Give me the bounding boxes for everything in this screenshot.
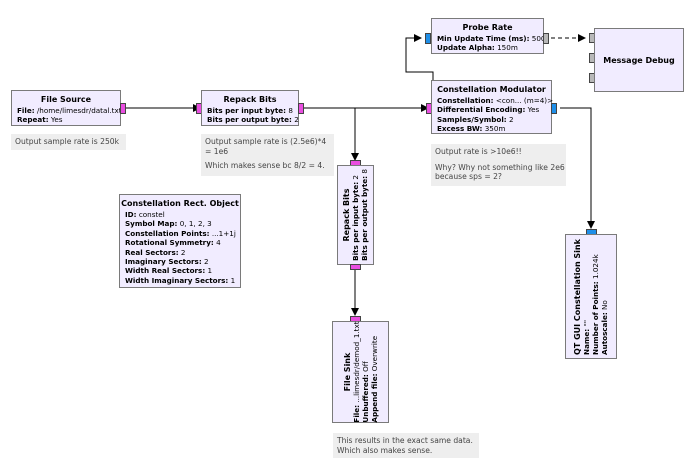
param-row: Excess BW: 350m [437, 124, 506, 134]
param-row: Bits per input byte: 8 [207, 106, 293, 115]
param-row: File: /home/limesdr/datal.txt [17, 106, 122, 115]
param-row: Update Alpha: 150m [437, 43, 518, 53]
note-line: This results in the exact same data. [337, 436, 473, 445]
note-line: Why? Why not something like 2e6 [435, 162, 565, 172]
file-sink-block[interactable]: File Sink File: ...limesdr/demod_1.txt U… [332, 321, 389, 423]
block-title: QT GUI Constellation Sink [572, 238, 582, 355]
file-source-note: Output sample rate is 250k [11, 134, 126, 150]
modulator-out-port[interactable] [551, 103, 557, 114]
note-line: Output rate is >10e6!! [435, 147, 522, 156]
file-source-block[interactable]: File Source File: /home/limesdr/datal.tx… [11, 90, 122, 126]
connection-modulator-to-probe-rate[interactable] [405, 34, 434, 108]
param-row: Differential Encoding: Yes [437, 105, 540, 115]
repack-bits-2-block[interactable]: Repack Bits Bits per input byte: 2 Bits … [337, 165, 374, 265]
note-line: Output sample rate is (2.5e6)*4 [205, 137, 327, 146]
message-debug-block[interactable]: Message Debug [594, 28, 684, 92]
note-line: Which makes sense bc 8/2 = 4. [205, 161, 325, 171]
constellation-modulator-block[interactable]: Constellation Modulator Constellation: <… [431, 80, 554, 134]
param-row: Repeat: Yes [17, 115, 63, 125]
note-line: = 1e6 [205, 146, 229, 156]
block-title: Constellation Rect. Object [121, 199, 239, 208]
note-line: Which also makes sense. [337, 445, 433, 455]
repack-bits-block[interactable]: Repack Bits Bits per input byte: 8 Bits … [201, 90, 299, 126]
block-title: File Sink [342, 352, 352, 392]
block-title: Constellation Modulator [437, 85, 546, 94]
block-title: Probe Rate [462, 23, 513, 32]
param-row: Append file: Overwrite [368, 335, 378, 423]
param-row: Min Update Time (ms): 500 [437, 34, 546, 43]
param-row: Constellation Points: ...1+1j [125, 228, 236, 238]
constellation-rect-object-block[interactable]: Constellation Rect. Object ID: constel S… [119, 194, 241, 288]
param-row: ID: constel [125, 210, 165, 219]
modulator-note: Output rate is >10e6!! Why? Why not some… [431, 144, 566, 186]
probe-rate-block[interactable]: Probe Rate Min Update Time (ms): 500 Upd… [431, 18, 546, 54]
param-row: Autoscale: No [599, 299, 609, 355]
param-row: Bits per output byte: 8 [359, 169, 369, 261]
repack1-out-port[interactable] [298, 103, 304, 114]
block-title: Repack Bits [341, 188, 351, 242]
note-line: because sps = 2? [435, 172, 502, 182]
probe-rate-msg-out-port[interactable] [543, 33, 549, 44]
param-row: Rotational Symmetry: 4 [125, 238, 221, 248]
repack1-note: Output sample rate is (2.5e6)*4 = 1e6 Wh… [201, 134, 334, 176]
block-title: Message Debug [603, 56, 675, 65]
param-row: Symbol Map: 0, 1, 2, 3 [125, 219, 212, 229]
param-row: Constellation: <con... (m=4)> [437, 96, 554, 105]
file-source-out-port[interactable] [120, 103, 126, 114]
param-row: Imaginary Sectors: 2 [125, 257, 209, 267]
param-row: Samples/Symbol: 2 [437, 114, 514, 124]
block-title: File Source [40, 95, 92, 104]
block-title: Repack Bits [223, 95, 277, 104]
probe-rate-in-port[interactable] [425, 33, 431, 44]
file-sink-note: This results in the exact same data. Whi… [333, 433, 479, 459]
qt-gui-constellation-sink-block[interactable]: QT GUI Constellation Sink Name: "" Numbe… [565, 234, 617, 359]
param-row: Real Sectors: 2 [125, 247, 186, 257]
param-row: Width Real Sectors: 1 [125, 266, 213, 276]
repack2-out-port[interactable] [350, 264, 361, 270]
param-row: Width Imaginary Sectors: 1 [125, 275, 236, 285]
param-row: Bits per output byte: 2 [207, 115, 299, 125]
